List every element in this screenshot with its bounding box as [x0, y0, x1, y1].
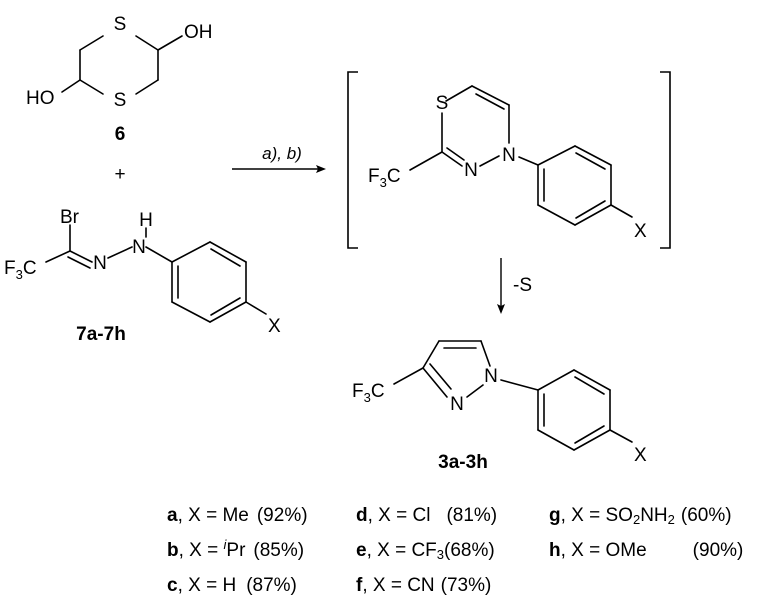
entry-substituent-mid: NH — [640, 505, 668, 526]
nitrogen-atom-2: N — [502, 145, 516, 166]
compound-6-structure: S S OH HO — [26, 14, 213, 111]
trifluoromethyl-group: F3C — [368, 166, 401, 190]
entry-subscript-2: 2 — [667, 512, 675, 527]
nitrogen-atom-1: N — [464, 160, 478, 181]
entry-letter: h — [549, 540, 561, 561]
intermediate-structure: S N N F3C X — [368, 85, 647, 242]
entry-yield: (87%) — [246, 575, 297, 596]
yield-entry-c: c, X = H (87%) — [167, 575, 297, 597]
entry-yield: (68%) — [444, 540, 495, 561]
entry-letter: e — [356, 540, 367, 561]
yield-entry-g: g, X = SO2NH2(60%) — [549, 505, 732, 527]
sulfur-atom-top: S — [114, 14, 127, 35]
x-substituent: X — [268, 316, 281, 337]
trifluoromethyl-group: F3C — [4, 258, 37, 282]
yield-entry-a: a, X = Me (92%) — [167, 505, 308, 527]
bromine-atom: Br — [60, 207, 80, 228]
x-substituent: X — [634, 221, 647, 242]
reaction-arrow-1 — [232, 165, 326, 173]
entry-substituent: , X = CF — [366, 540, 437, 561]
entry-letter: g — [549, 505, 561, 526]
product-structure: N N F3C X — [352, 340, 647, 466]
yield-entry-b: b, X = iPr (85%) — [167, 537, 305, 562]
hydroxyl-right: OH — [184, 22, 213, 43]
entry-substituent-suffix: Pr — [226, 540, 246, 561]
entry-substituent: , X = Me — [177, 505, 249, 526]
hydroxyl-left: HO — [26, 88, 55, 109]
nitrogen-imine: N — [93, 253, 107, 274]
entry-yield: (81%) — [446, 505, 498, 526]
entry-substituent: , X = Cl — [367, 505, 431, 526]
entry-yield: (92%) — [256, 505, 308, 526]
reaction-conditions: a), b) — [262, 144, 302, 163]
plus-sign: + — [114, 164, 125, 185]
intermediate-bracket-right — [660, 71, 671, 249]
compound-6-label: 6 — [115, 124, 126, 145]
product-label: 3a-3h — [438, 452, 488, 473]
entry-letter: b — [167, 540, 179, 561]
compound-7-label: 7a-7h — [76, 324, 126, 345]
yield-entry-d: d, X = Cl (81%) — [356, 505, 497, 527]
entry-letter: c — [167, 575, 178, 596]
entry-yield: (85%) — [253, 540, 305, 561]
compound-7-structure: Br N N H F3C X — [4, 207, 281, 337]
yield-entry-h: h, X = OMe (90%) — [549, 540, 743, 562]
entry-substituent: , X = CN — [362, 575, 435, 596]
yield-entry-e: e, X = CF3(68%) — [356, 540, 495, 562]
entry-letter: a — [167, 505, 178, 526]
entry-yield: (73%) — [440, 575, 492, 596]
entry-substituent: , X = SO — [560, 505, 633, 526]
entry-yield: (90%) — [692, 540, 744, 561]
entry-substituent: , X = — [178, 540, 224, 561]
nitrogen-amine: N — [132, 237, 146, 258]
entry-subscript: 2 — [632, 512, 641, 527]
entry-substituent: , X = OMe — [560, 540, 647, 561]
reaction-arrow-2 — [497, 258, 505, 314]
entry-substituent: , X = H — [177, 575, 237, 596]
entry-superscript: i — [223, 537, 227, 552]
entry-subscript: 3 — [436, 547, 445, 562]
entry-letter: d — [356, 505, 368, 526]
sulfur-extrusion-label: -S — [513, 275, 532, 296]
trifluoromethyl-group: F3C — [352, 381, 385, 405]
entry-yield: (60%) — [680, 505, 732, 526]
sulfur-atom-bottom: S — [114, 90, 127, 111]
x-substituent: X — [634, 445, 647, 466]
yield-entry-f: f, X = CN(73%) — [356, 575, 491, 597]
entry-letter: f — [356, 575, 363, 596]
nitrogen-atom-1: N — [484, 366, 498, 387]
sulfur-atom: S — [436, 93, 449, 114]
nitrogen-atom-2: N — [450, 394, 464, 415]
intermediate-bracket-left — [347, 71, 358, 249]
hydrogen-atom: H — [139, 210, 153, 231]
